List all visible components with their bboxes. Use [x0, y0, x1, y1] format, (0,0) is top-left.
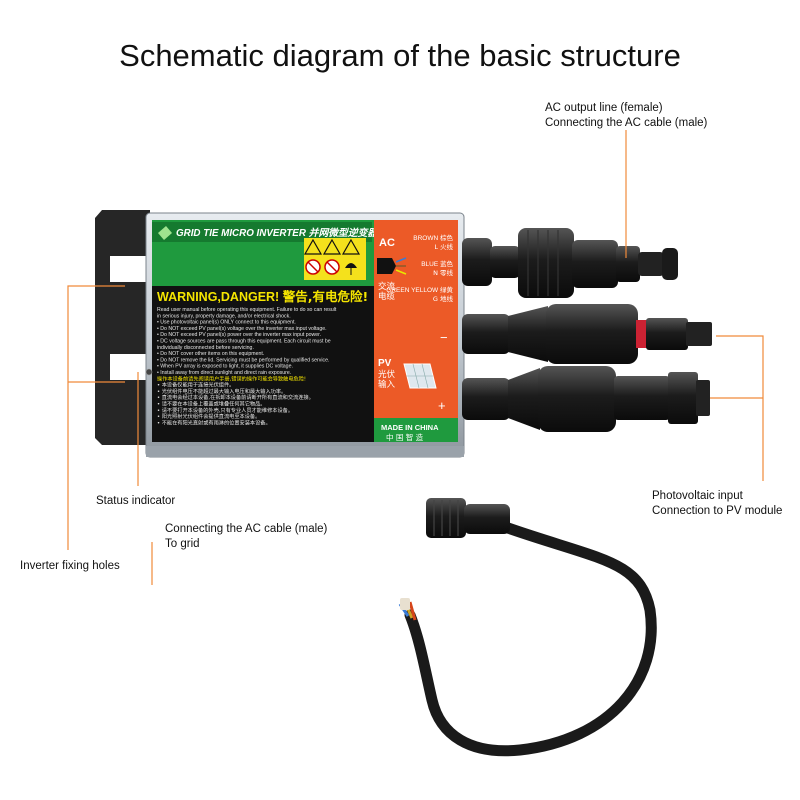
- plus-label: +: [438, 398, 446, 413]
- warning-icons: [303, 238, 366, 280]
- brand-title-cn: 并网微型逆变器: [309, 227, 379, 239]
- wire-color-label: BLUE 蓝色: [421, 259, 453, 268]
- ac-output-connector: [462, 228, 678, 298]
- logo-mark: [158, 226, 172, 240]
- callout-ac-output-line2: Connecting the AC cable (male): [545, 117, 708, 129]
- warning-line: • Use photovoltaic panel(s) ONLY connect…: [157, 320, 296, 326]
- pv-label: PV: [378, 358, 392, 369]
- warning-line-cn: • 直流电会经过本设备,在拆卸本设备前请断开所有直流和交流连接。: [157, 393, 314, 401]
- warning-line: • DC voltage sources are pass through th…: [157, 339, 331, 345]
- warning-line-cn: • 请不要打开本设备的外壳,只有专业人员才能维修本设备。: [157, 406, 293, 414]
- pv-label-cn-2: 输入: [378, 379, 396, 390]
- wire-function-label: G 地线: [433, 294, 454, 303]
- ac-label-cn-2: 电缆: [378, 291, 396, 302]
- warning-line-cn: • 阳光照射光伏组件会提供直流电至本设备。: [157, 412, 260, 420]
- ac-cable-male: [398, 498, 657, 757]
- wire-function-label: N 零线: [433, 268, 453, 277]
- warning-line: • Do NOT exceed PV panel(s) power over t…: [157, 332, 321, 338]
- callout-pv-input-line2: Connection to PV module: [652, 505, 783, 517]
- status-indicator-led: [145, 368, 153, 376]
- warning-line-cn: 操作本设备前请先阅读用户手册,错误的操作可能会导致触电危险!: [157, 374, 306, 382]
- pv-minus-connector: [462, 304, 712, 364]
- inverter-body: GRID TIE MICRO INVERTER 并网微型逆变器 WARNING,…: [145, 212, 465, 458]
- callout-ac-cable: Connecting the AC cable (male) To grid: [165, 522, 327, 552]
- warning-line-cn: • 本设备仅能用于连接光伏组件。: [157, 381, 234, 389]
- wire-labels: BROWN 棕色L 火线 BLUE 蓝色N 零线 GREEN YELLOW 绿黄G …: [386, 233, 453, 303]
- made-in-label-cn: 中 国 智 造: [386, 432, 424, 442]
- svg-text:GRID TIE MICRO INVERTER: GRID TIE MICRO INVERTER 并网微型逆变器: [176, 227, 378, 239]
- warning-line: • Install away from direct sunlight and …: [157, 370, 291, 376]
- ac-label: AC: [379, 237, 395, 249]
- warning-line-cn: • 请不要在本设备上覆盖或堆叠任何其它物品。: [157, 400, 265, 408]
- warning-panel: [152, 286, 374, 442]
- solar-panel-icon: [403, 363, 437, 389]
- warning-line: in serious injury, property damage, and/…: [157, 313, 291, 319]
- mounting-bracket: [95, 210, 150, 445]
- warning-line: • When PV array is exposed to light, it …: [157, 364, 293, 370]
- callout-line-fixing-holes: [67, 285, 125, 550]
- warning-line-cn: • 不能在有阳光直射或有雨淋的位置安装本设备。: [157, 418, 271, 426]
- pv-label-cn-1: 光伏: [378, 369, 396, 380]
- ac-label-cn-1: 交流: [378, 281, 396, 292]
- callout-ac-output: AC output line (female) Connecting the A…: [545, 101, 707, 131]
- callout-ac-output-line1: AC output line (female): [545, 102, 663, 114]
- callout-status-indicator: Status indicator: [96, 495, 176, 507]
- orange-panel: [374, 220, 458, 442]
- warning-line: • Do NOT remove the lid. Servicing must …: [157, 357, 329, 363]
- warning-text: Read user manual before operating this e…: [157, 307, 337, 426]
- made-in-label: MADE IN CHINA: [381, 423, 439, 432]
- callout-line-pv: [716, 335, 764, 481]
- brand-title: GRID TIE MICRO INVERTER: [176, 228, 307, 239]
- page-title: Schematic diagram of the basic structure: [119, 38, 681, 73]
- callout-pv-input: Photovoltaic input Connection to PV modu…: [652, 489, 782, 519]
- warning-line: individually disconnected before servici…: [157, 345, 254, 351]
- warning-title-cn: 警告,有电危险!: [282, 289, 368, 304]
- wire-color-label: BROWN 棕色: [413, 233, 453, 242]
- warning-line: Read user manual before operating this e…: [157, 307, 337, 313]
- pv-plus-connector: [462, 366, 710, 432]
- warning-line: • Do NOT cover other items on this equip…: [157, 351, 264, 357]
- callout-lines: [67, 130, 764, 585]
- callout-ac-cable-line1: Connecting the AC cable (male): [165, 523, 328, 535]
- callout-ac-cable-line2: To grid: [165, 538, 200, 550]
- warning-line-cn: • 光伏组件电压不能超过最大输入电压和最大输入功率。: [157, 387, 286, 395]
- callout-pv-input-line1: Photovoltaic input: [652, 490, 743, 502]
- warning-line: • Do NOT exceed PV panel(s) voltage over…: [157, 326, 327, 332]
- svg-text:WARNING,DANGER! 警告,有电危险!: WARNING,DANGER! 警告,有电危险!: [157, 289, 368, 304]
- warning-title: WARNING,DANGER!: [157, 290, 279, 304]
- wire-function-label: L 火线: [434, 242, 453, 251]
- ac-plug-icon: [377, 258, 396, 274]
- minus-label: −: [440, 330, 448, 345]
- callout-fixing-holes: Inverter fixing holes: [20, 560, 120, 572]
- wire-color-label: GREEN YELLOW 绿黄: [386, 285, 453, 294]
